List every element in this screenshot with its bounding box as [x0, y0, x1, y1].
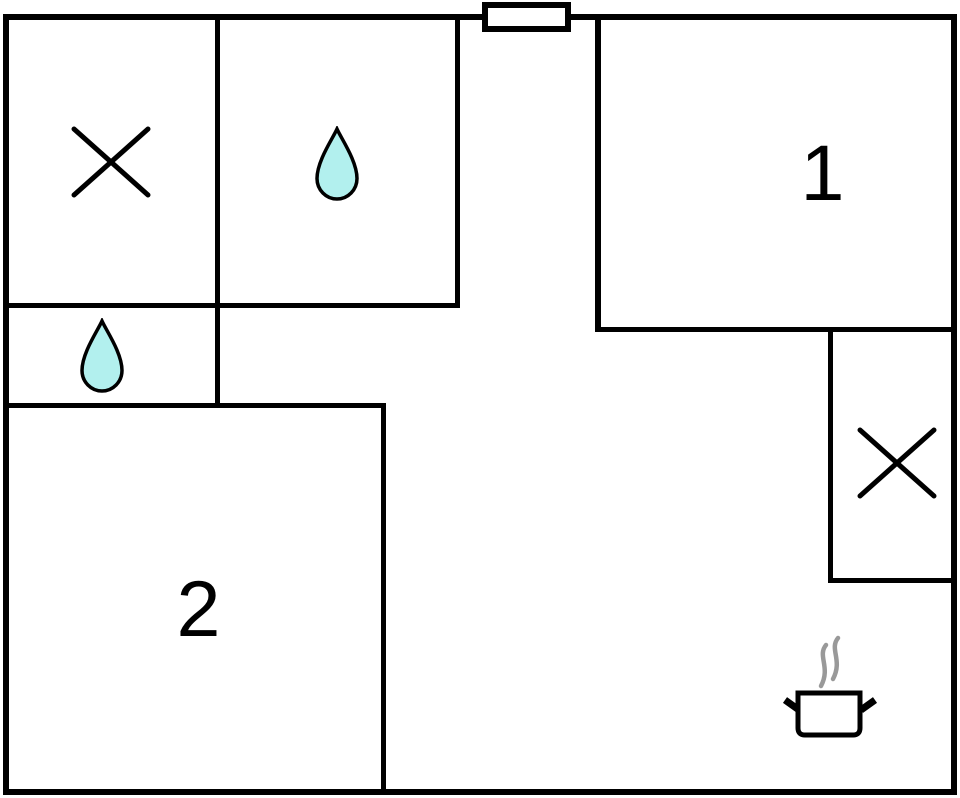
wall-hallway-left: [455, 20, 460, 308]
cooking-pot-icon: [782, 634, 878, 742]
wall-room2-top: [3, 403, 386, 408]
water-drop-icon: [79, 316, 125, 394]
room-1-label: 1: [800, 128, 845, 217]
wall-small-room-left: [828, 327, 833, 583]
wall-room2-right: [381, 403, 386, 791]
wall-left-rooms-divider: [215, 20, 220, 408]
wall-room1-left: [595, 20, 601, 332]
entrance-door: [482, 2, 571, 32]
x-icon: [70, 125, 152, 199]
wall-bathroom-top: [3, 303, 460, 308]
x-icon: [856, 426, 938, 500]
wall-small-room-bottom: [828, 578, 957, 583]
steam-icon: [818, 635, 841, 689]
room-2-label: 2: [176, 564, 221, 653]
wall-room1-bottom: [595, 327, 957, 332]
water-drop-icon: [314, 124, 360, 202]
